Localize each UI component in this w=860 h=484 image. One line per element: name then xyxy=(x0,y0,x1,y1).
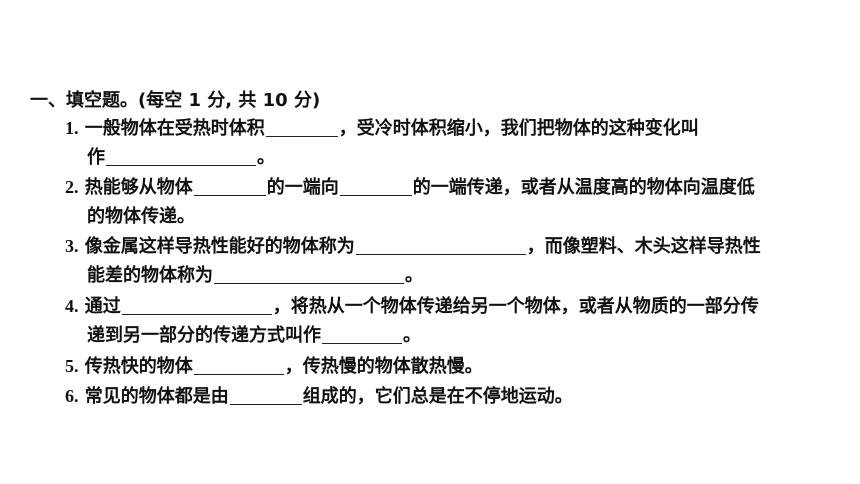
question-text: 递到另一部分的传递方式叫作 xyxy=(87,325,321,346)
question-text: 的物体传递。 xyxy=(87,206,195,227)
question-6: 6. 常见的物体都是由 组成的，它们总是在不停地运动。 xyxy=(65,382,805,411)
answer-blank[interactable] xyxy=(121,296,272,315)
question-text: 组成的，它们总是在不停地运动。 xyxy=(302,386,573,407)
question-text: 的一端向 xyxy=(266,177,339,198)
question-text: 。 xyxy=(403,325,421,346)
question-2: 2. 热能够从物体 的一端向 的一端传递，或者从温度高的物体向温度低 的物体传递。 xyxy=(65,173,805,231)
question-number: 1. xyxy=(65,118,79,138)
question-number: 6. xyxy=(65,386,79,406)
answer-blank[interactable] xyxy=(214,265,404,284)
answer-blank[interactable] xyxy=(339,177,412,196)
question-text: 常见的物体都是由 xyxy=(84,386,229,407)
question-4: 4. 通过 ，将热从一个物体传递给另一个物体，或者从物质的一部分传 递到另一部分的… xyxy=(65,292,805,350)
question-text: ，受冷时体积缩小，我们把物体的这种变化叫 xyxy=(338,118,699,139)
question-3: 3. 像金属这样导热性能好的物体称为 ，而像塑料、木头这样导热性 能差的物体称为 。 xyxy=(65,232,805,290)
answer-blank[interactable] xyxy=(322,325,402,344)
question-text: 。 xyxy=(405,265,423,286)
answer-blank[interactable] xyxy=(193,177,266,196)
answer-blank[interactable] xyxy=(229,386,302,405)
question-1: 1. 一般物体在受热时体积 ，受冷时体积缩小，我们把物体的这种变化叫 作 。 xyxy=(65,114,805,172)
question-number: 2. xyxy=(65,177,79,197)
question-text: ，将热从一个物体传递给另一个物体，或者从物质的一部分传 xyxy=(272,296,759,317)
answer-blank[interactable] xyxy=(106,147,256,166)
question-text: 通过 xyxy=(84,296,121,317)
answer-blank[interactable] xyxy=(355,236,526,255)
answer-blank[interactable] xyxy=(193,356,284,375)
question-number: 5. xyxy=(65,356,79,376)
question-text: 一般物体在受热时体积 xyxy=(84,118,265,139)
question-5: 5. 传热快的物体 ，传热慢的物体散热慢。 xyxy=(65,352,805,381)
question-text: 传热快的物体 xyxy=(84,356,193,377)
question-text: ，而像塑料、木头这样导热性 xyxy=(526,236,761,257)
question-text: 的一端传递，或者从温度高的物体向温度低 xyxy=(412,177,755,198)
question-number: 3. xyxy=(65,236,79,256)
question-text: ，传热慢的物体散热慢。 xyxy=(284,356,483,377)
question-number: 4. xyxy=(65,296,79,316)
question-text: 像金属这样导热性能好的物体称为 xyxy=(84,236,355,257)
question-text: 能差的物体称为 xyxy=(87,265,213,286)
question-text: 。 xyxy=(257,147,275,168)
question-text: 作 xyxy=(87,147,105,168)
answer-blank[interactable] xyxy=(265,118,338,137)
question-text: 热能够从物体 xyxy=(84,177,193,198)
section-title: 一、填空题。(每空 1 分, 共 10 分) xyxy=(30,90,321,111)
